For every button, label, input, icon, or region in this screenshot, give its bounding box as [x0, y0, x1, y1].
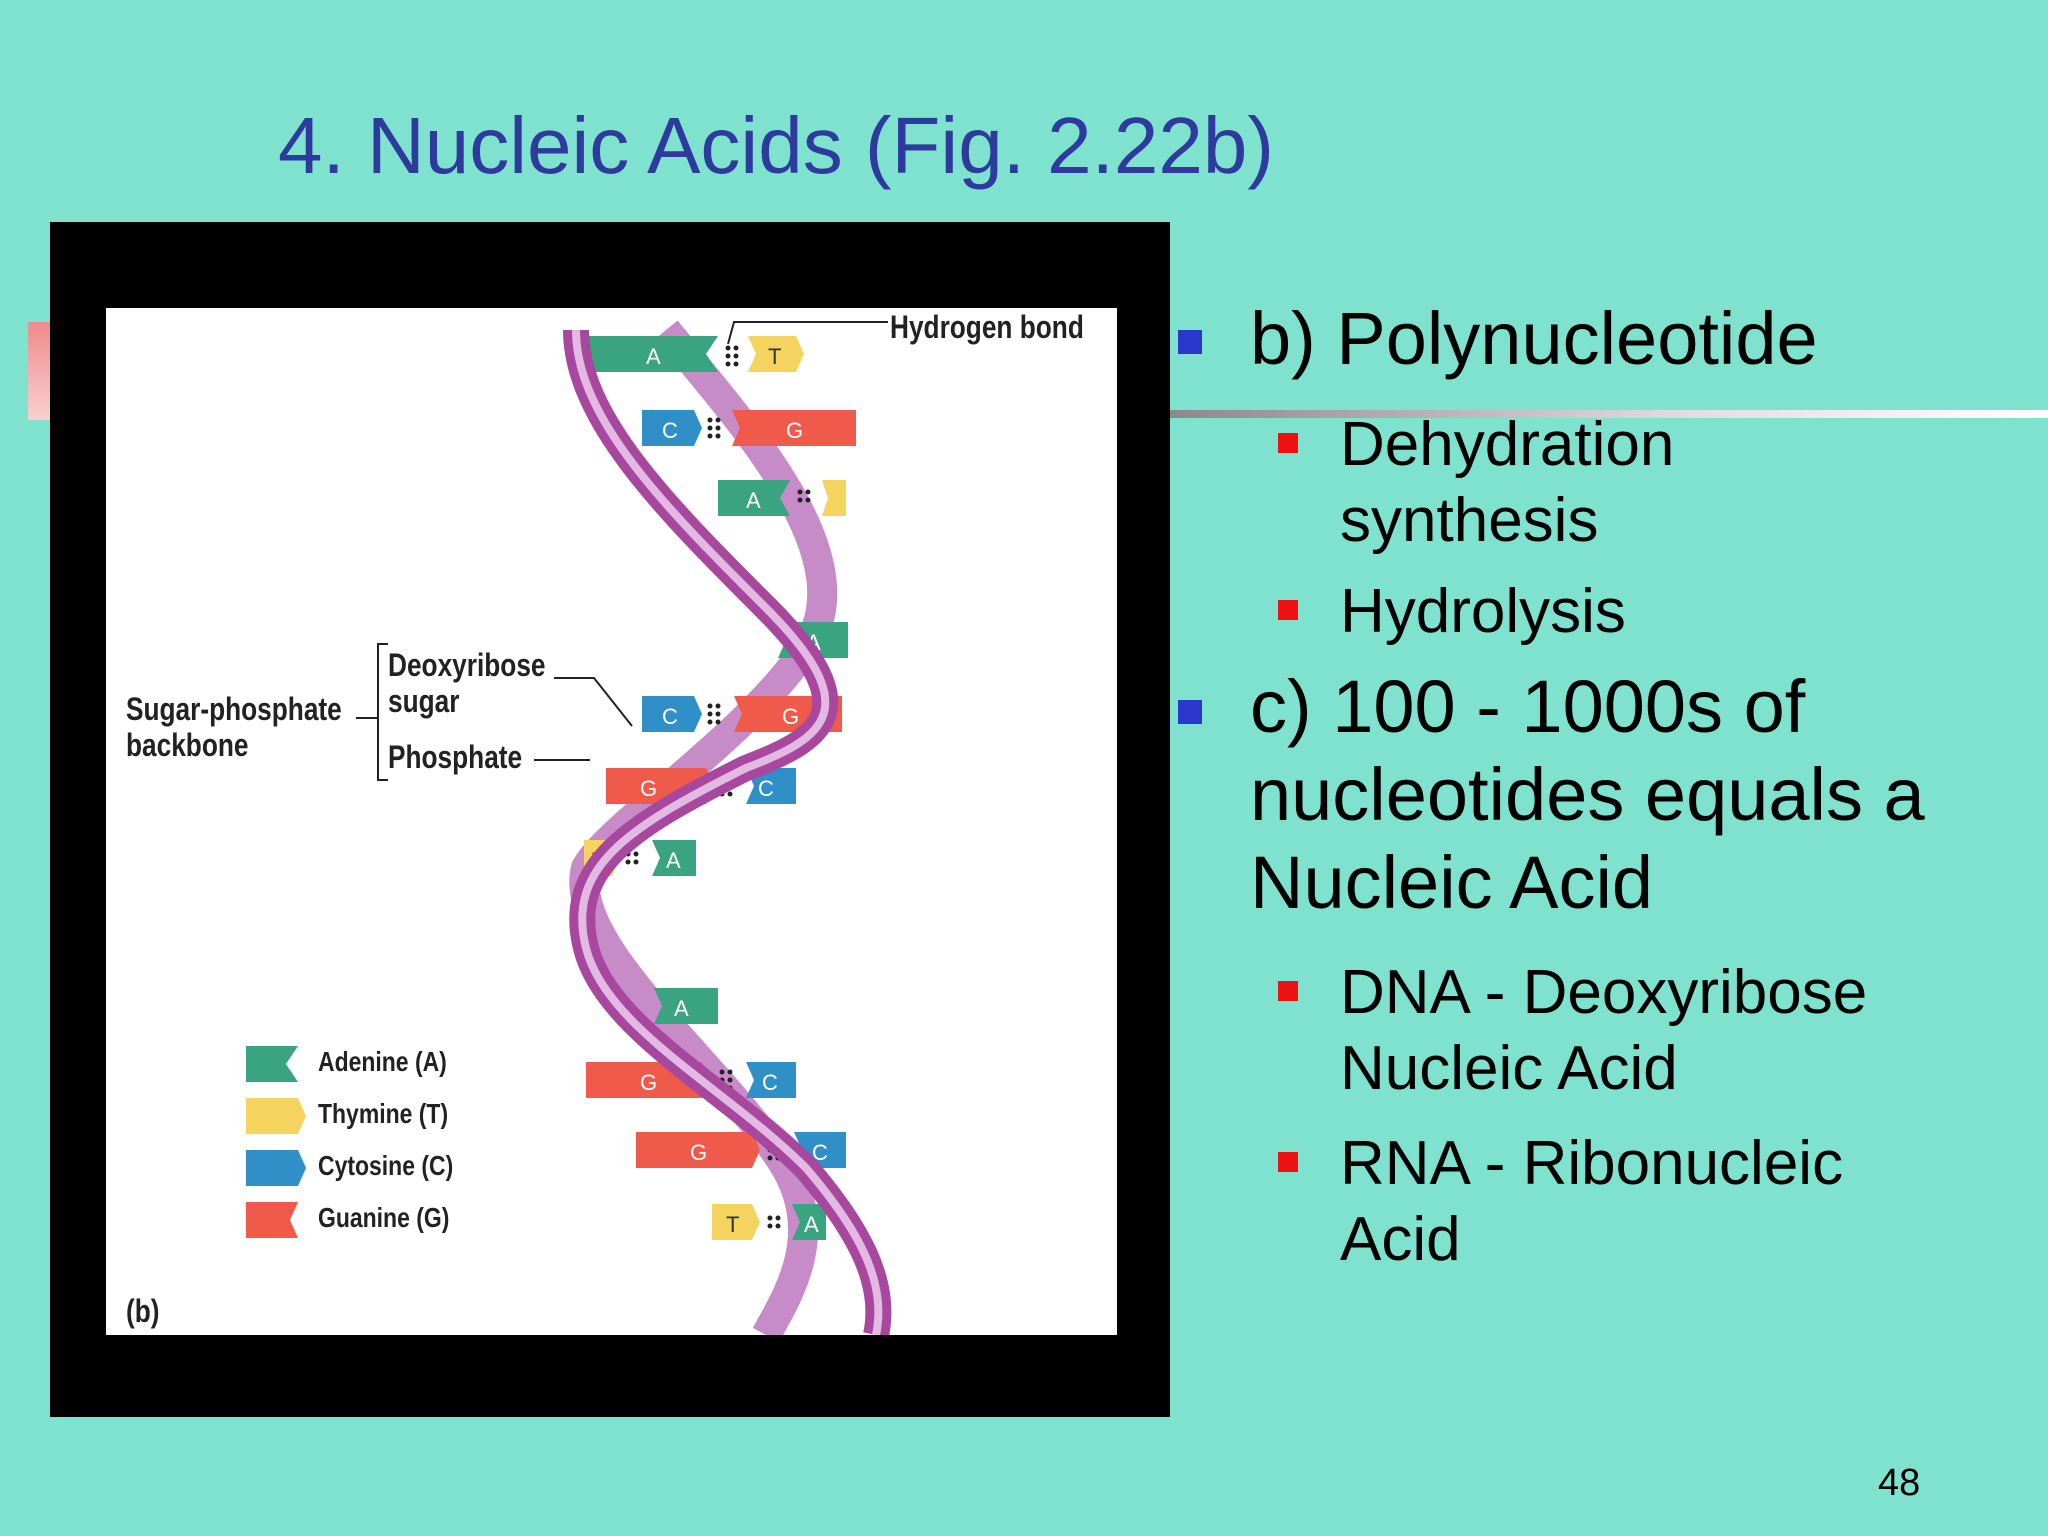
base-thymine: [748, 336, 804, 372]
bullet-hydrolysis: Hydrolysis: [1340, 577, 1626, 646]
bullet-line: DNA - Deoxyribose: [1340, 958, 1868, 1027]
bullet-nucleotides: c) 100 - 1000s of nucleotides equals a N…: [1250, 663, 1925, 927]
backbone-bracket: [377, 643, 388, 781]
deoxyribose-leader: [554, 677, 633, 727]
legend-label-guanine: Guanine (G): [318, 1202, 450, 1233]
page-number: 48: [1878, 1462, 1921, 1504]
legend-swatch-thymine: [246, 1098, 306, 1134]
base-adenine: [586, 336, 718, 372]
deoxyribose-label: Deoxyribose sugar: [388, 647, 546, 720]
legend-label-cytosine: Cytosine (C): [318, 1150, 454, 1181]
base-letter: A: [674, 996, 689, 1021]
bullet-marker-blue: [1178, 330, 1202, 354]
base-adenine: [654, 988, 718, 1024]
base-adenine: [792, 1204, 826, 1240]
dna-helix-illustration: A T C G A A C G: [246, 320, 892, 1335]
bullet-line: Acid: [1340, 1205, 1461, 1274]
sugar-phosphate-line1: Sugar-phosphate: [126, 691, 342, 727]
bullet-dna: DNA - Deoxyribose Nucleic Acid: [1340, 955, 1867, 1107]
bullet-dehydration-synthesis: Dehydration synthesis: [1340, 407, 1674, 559]
base-letter: G: [640, 1070, 657, 1095]
base-letter: C: [662, 704, 678, 729]
base-cytosine: [642, 696, 702, 732]
legend-label-adenine: Adenine (A): [318, 1046, 447, 1077]
panel-label: (b): [126, 1293, 160, 1329]
base-letter: G: [640, 776, 657, 801]
bullet-line: Nucleic Acid: [1250, 841, 1654, 924]
base-letter: G: [786, 418, 803, 443]
bullet-line: nucleotides equals a: [1250, 753, 1925, 836]
legend-swatch-adenine: [246, 1046, 298, 1082]
figure-frame: A T C G A A C G: [50, 222, 1170, 1417]
base-letter: A: [804, 1212, 819, 1237]
bullet-marker-red: [1278, 1152, 1298, 1172]
bullet-line: synthesis: [1340, 486, 1599, 555]
legend-label-thymine: Thymine (T): [318, 1098, 449, 1129]
base-letter: C: [762, 1070, 778, 1095]
base-letter: A: [746, 488, 761, 513]
base-guanine: [732, 410, 856, 446]
base-letter: C: [812, 1140, 828, 1165]
bullet-rna: RNA - Ribonucleic Acid: [1340, 1126, 1843, 1278]
sugar-phosphate-label: Sugar-phosphate backbone: [126, 691, 342, 764]
base-letter: C: [662, 418, 678, 443]
base-letter: C: [758, 776, 774, 801]
base-thymine: [712, 1204, 760, 1240]
title-divider: [1170, 410, 2048, 418]
bullet-marker-red: [1278, 600, 1298, 620]
bullet-line: Dehydration: [1340, 410, 1675, 479]
base-letter: A: [666, 848, 681, 873]
bullet-line: RNA - Ribonucleic: [1340, 1129, 1844, 1198]
bullet-marker-red: [1278, 981, 1298, 1001]
base-letter: T: [768, 344, 781, 369]
base-adenine: [652, 840, 696, 876]
deoxyribose-line2: sugar: [388, 682, 460, 719]
backbone-highlight: [572, 329, 883, 1335]
legend-swatch-cytosine: [246, 1150, 306, 1186]
bullet-line: c) 100 - 1000s of: [1250, 665, 1806, 748]
base-cytosine: [746, 1062, 796, 1098]
phosphate-label: Phosphate: [388, 739, 523, 775]
bullet-marker-red: [1278, 433, 1298, 453]
base-letter: A: [646, 344, 661, 369]
base-thymine: [822, 480, 846, 516]
base-letter: T: [726, 1212, 739, 1237]
dna-figure: A T C G A A C G: [106, 308, 1117, 1335]
sugar-phosphate-line2: backbone: [126, 726, 249, 763]
base-letter: G: [690, 1140, 707, 1165]
base-adenine: [718, 480, 790, 516]
bullet-line: Nucleic Acid: [1340, 1034, 1678, 1103]
hydrogen-bond-label: Hydrogen bond: [890, 309, 1084, 345]
base-letter: G: [782, 704, 799, 729]
base-guanine: [636, 1132, 760, 1168]
legend-swatch-guanine: [246, 1202, 298, 1238]
deoxyribose-line1: Deoxyribose: [388, 647, 546, 683]
bullet-marker-blue: [1178, 700, 1202, 724]
bullet-polynucleotide: b) Polynucleotide: [1250, 297, 1818, 380]
base-cytosine: [642, 410, 702, 446]
hydrogen-bond-leader: [727, 321, 888, 345]
slide-title: 4. Nucleic Acids (Fig. 2.22b): [278, 101, 1274, 190]
